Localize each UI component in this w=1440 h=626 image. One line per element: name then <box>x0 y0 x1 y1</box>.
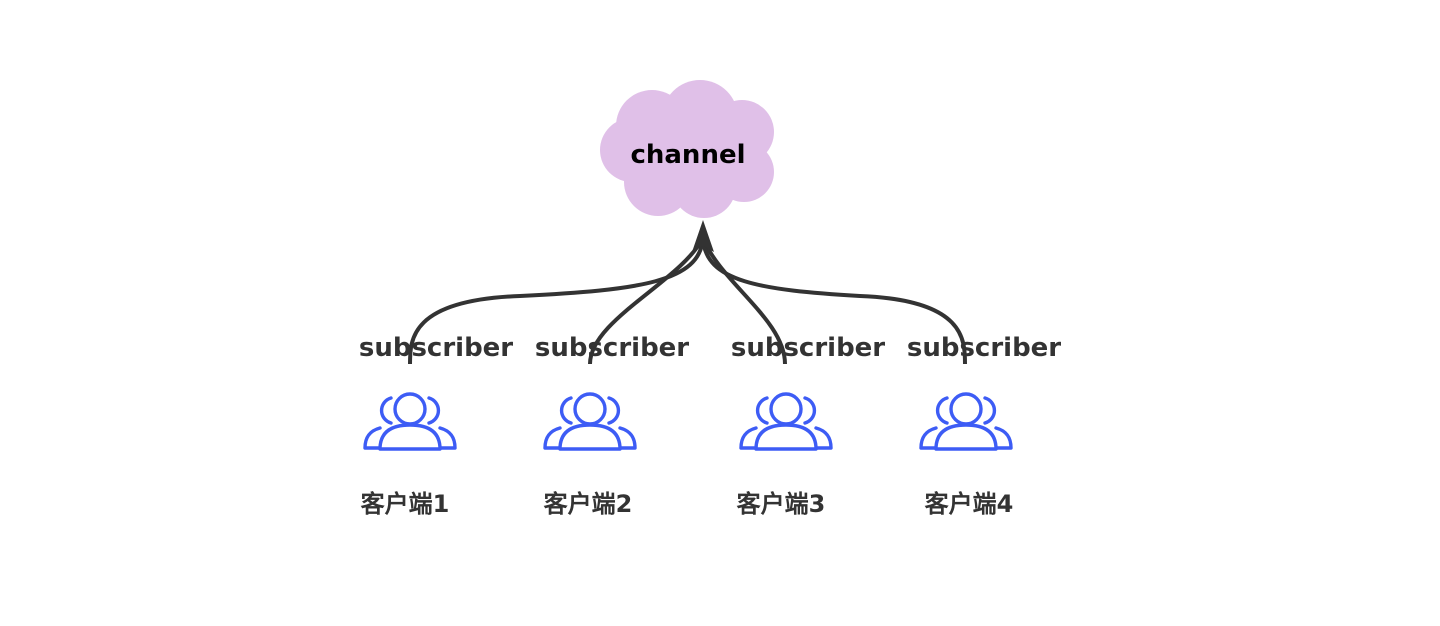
connector-3 <box>701 237 787 365</box>
subscriber-role-label: subscriber <box>359 333 513 363</box>
client-label: 客户端3 <box>737 490 826 518</box>
connector-1 <box>408 237 705 365</box>
users-group-icon <box>739 392 833 451</box>
subscriber-role-label: subscriber <box>907 333 1061 363</box>
subscriber-3: subscriber 客户端3 <box>731 333 885 518</box>
users-group-icon <box>919 392 1013 451</box>
subscriber-2: subscriber 客户端2 <box>535 333 689 518</box>
subscriber-4: subscriber 客户端4 <box>907 333 1061 518</box>
connector-4 <box>701 237 967 365</box>
cloud-icon <box>600 80 774 218</box>
client-label: 客户端2 <box>544 490 633 518</box>
client-label: 客户端1 <box>361 490 450 518</box>
channel-cloud: channel <box>600 80 774 218</box>
users-group-icon <box>363 392 457 451</box>
connectors <box>408 237 967 365</box>
subscriber-1: subscriber 客户端1 <box>359 333 513 518</box>
channel-label: channel <box>630 140 745 170</box>
subscriber-role-label: subscriber <box>731 333 885 363</box>
arrowhead-icon <box>692 220 714 252</box>
client-label: 客户端4 <box>925 490 1014 518</box>
subscriber-role-label: subscriber <box>535 333 689 363</box>
users-group-icon <box>543 392 637 451</box>
connector-2 <box>588 237 705 365</box>
